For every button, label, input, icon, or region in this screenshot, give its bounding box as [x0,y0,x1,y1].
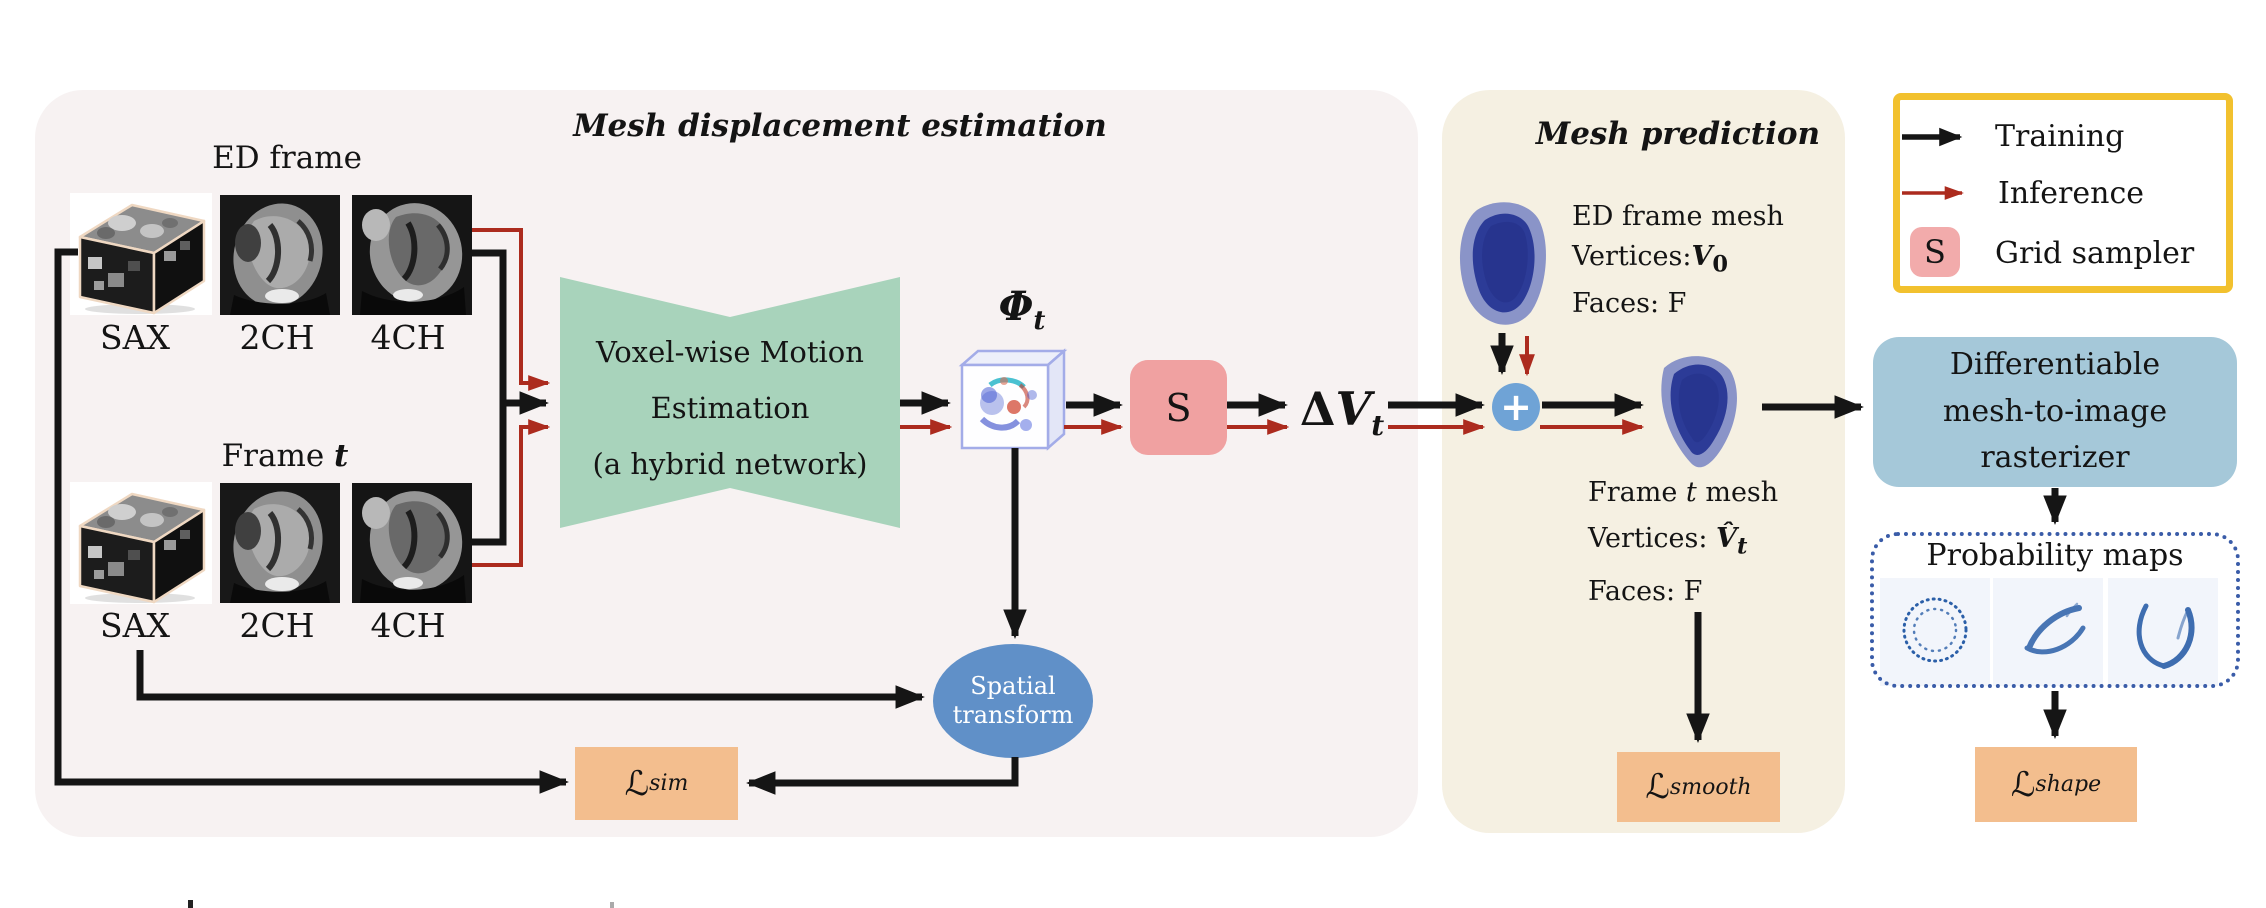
motion-network-shape [560,277,900,528]
probability-maps-box [1870,532,2240,688]
cutoff-caption-marks [188,900,614,908]
frame-t-4ch-label: 4CH [370,606,446,645]
ed-to-network-red [472,228,551,391]
ed-2ch-image [220,193,340,316]
ed-mesh-info: ED frame mesh Vertices:V0 Faces: F [1572,201,1784,320]
framet-to-network-red [472,419,551,567]
probmap-sax-contours [1902,597,1968,663]
frame-t-2ch-label: 2CH [239,606,315,645]
sax-to-spatial-arrow [136,650,925,709]
spatial-to-lsim-arrow [746,757,1019,795]
frame-t-label: Frame t [221,438,349,474]
legend-training-label: Training [1995,119,2125,154]
plus-node: + [1492,383,1540,431]
frame-t-sax-image [68,480,214,606]
ed-frame-mesh-image [1459,202,1546,325]
displacement-field-cube [958,348,1068,451]
frame-t-4ch-image [352,483,472,603]
frame-t-images [68,480,472,606]
left-panel-title: Mesh displacement estimation [573,108,1107,144]
frame-t-2ch-image [220,481,340,604]
ed-4ch-label: 4CH [370,318,446,357]
probability-map-tiles [1880,578,2218,686]
motion-network-label: Voxel-wise Motion Estimation (a hybrid n… [592,335,868,481]
inference-arrows [472,186,1964,567]
phi-t-label: Φt [998,283,1046,336]
ed-frame-label: ED frame [212,140,362,176]
ed-sax-label: SAX [100,318,170,357]
probmap-4ch-contours [2136,603,2195,669]
ed-to-lsim-arrow [54,248,569,794]
rasterizer-box: Differentiable mesh-to-image rasterizer [1873,337,2237,487]
probability-maps-title: Probability maps [1926,538,2184,573]
legend-sampler-label: Grid sampler [1995,236,2195,271]
training-arrows [54,127,2067,795]
grid-sampler-box: S [1130,360,1227,455]
frame-t-mesh-image [1661,356,1737,468]
ed-2ch-label: 2CH [239,318,315,357]
spatial-transform-shape [933,644,1093,758]
ed-4ch-image [352,195,472,315]
ed-sax-image [68,191,214,317]
frame-t-sax-label: SAX [100,606,170,645]
delta-v-label: ΔVt [1299,382,1385,443]
probmap-2ch-contours [2024,602,2086,655]
frame-t-mesh-info: Frame t mesh Vertices: V̂t Faces: F [1588,477,1779,608]
legend-inference-label: Inference [1998,176,2145,211]
right-panel-title: Mesh prediction [1535,116,1821,152]
inputs-merge-line [472,249,507,546]
legend-sampler-chip: S [1910,227,1960,277]
ed-frame-images [68,191,472,317]
